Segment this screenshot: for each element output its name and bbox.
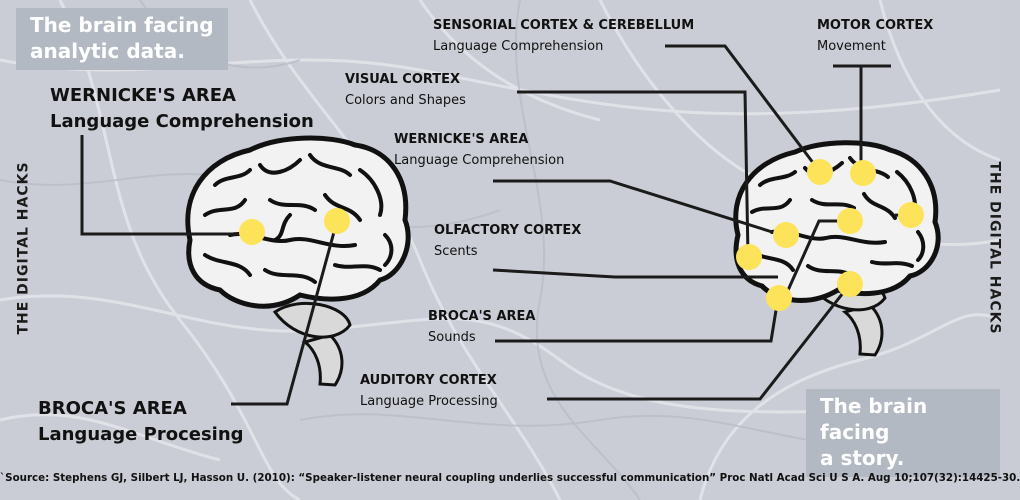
label-sensorial-title: SENSORIAL CORTEX & CEREBELLUM: [433, 18, 695, 33]
left-caption-box: The brain facing analytic data.: [16, 8, 228, 70]
right-dot-olfactory: [773, 222, 799, 248]
label-left-wernicke: WERNICKE'S AREA Language Comprehension: [50, 83, 314, 135]
right-caption-line-1: The brain facing: [820, 394, 928, 444]
label-left-wernicke-title: WERNICKE'S AREA: [50, 85, 236, 106]
label-motor-title: MOTOR CORTEX: [817, 18, 934, 33]
right-dot-wernicke: [837, 208, 863, 234]
source-citation: `Source: Stephens GJ, Silbert LJ, Hasson…: [0, 472, 1020, 484]
label-right-wernicke-title: WERNICKE'S AREA: [394, 132, 529, 147]
label-auditory: AUDITORY CORTEX Language Processing: [360, 370, 498, 412]
label-motor-subtitle: Movement: [817, 39, 886, 54]
right-leader-lines: [492, 44, 913, 401]
right-dot-sensorial: [807, 159, 833, 185]
label-auditory-title: AUDITORY CORTEX: [360, 373, 497, 388]
left-caption-line-1: The brain facing: [30, 13, 214, 37]
right-dot-auditory: [837, 271, 863, 297]
label-left-broca: BROCA'S AREA Language Procesing: [38, 396, 244, 448]
label-motor: MOTOR CORTEX Movement: [817, 15, 933, 57]
label-right-broca-title: BROCA'S AREA: [428, 309, 536, 324]
right-caption-line-2: a story.: [820, 446, 905, 470]
label-sensorial: SENSORIAL CORTEX & CEREBELLUM Language C…: [433, 15, 694, 57]
label-left-broca-title: BROCA'S AREA: [38, 398, 187, 419]
label-left-wernicke-subtitle: Language Comprehension: [50, 111, 314, 132]
right-dot-motor-2: [898, 202, 924, 228]
label-left-broca-subtitle: Language Procesing: [38, 424, 244, 445]
left-dot-broca: [324, 208, 350, 234]
left-caption-line-2: analytic data.: [30, 39, 185, 63]
left-brain: [185, 135, 411, 387]
label-auditory-subtitle: Language Processing: [360, 394, 498, 409]
label-sensorial-subtitle: Language Comprehension: [433, 39, 604, 54]
left-dot-wernicke: [239, 219, 265, 245]
label-olfactory: OLFACTORY CORTEX Scents: [434, 220, 581, 262]
label-right-wernicke-subtitle: Language Comprehension: [394, 153, 565, 168]
label-olfactory-title: OLFACTORY CORTEX: [434, 223, 582, 238]
label-visual-subtitle: Colors and Shapes: [345, 93, 466, 108]
label-right-broca: BROCA'S AREA Sounds: [428, 306, 535, 348]
label-visual-title: VISUAL CORTEX: [345, 72, 461, 87]
label-right-broca-subtitle: Sounds: [428, 330, 476, 345]
label-olfactory-subtitle: Scents: [434, 244, 478, 259]
right-dot-motor: [850, 160, 876, 186]
label-visual: VISUAL CORTEX Colors and Shapes: [345, 69, 466, 111]
right-brain: [733, 140, 941, 357]
label-right-wernicke: WERNICKE'S AREA Language Comprehension: [394, 129, 564, 171]
right-caption-box: The brain facing a story.: [806, 389, 1000, 477]
right-dot-broca: [766, 285, 792, 311]
right-dot-visual: [736, 244, 762, 270]
left-leader-lines: [80, 135, 339, 406]
